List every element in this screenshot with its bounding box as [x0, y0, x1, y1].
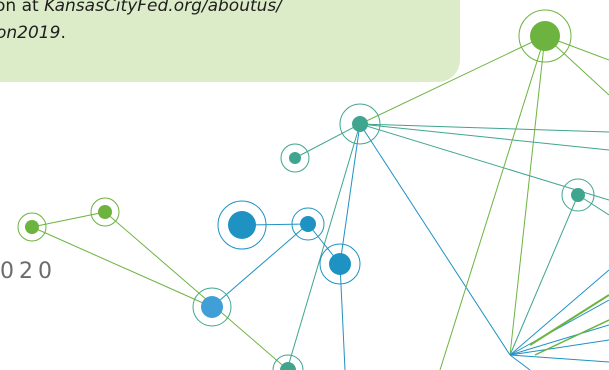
- node: [228, 211, 256, 239]
- network-nodes: [17, 9, 595, 370]
- edge: [509, 354, 609, 363]
- edge: [509, 35, 546, 356]
- edge: [359, 123, 609, 133]
- info-callout-box: [0, 0, 460, 82]
- edge: [534, 319, 609, 356]
- node-ring: [518, 9, 572, 63]
- node-ring: [17, 212, 47, 242]
- edge: [339, 123, 361, 265]
- node-ring: [192, 287, 232, 327]
- edge: [339, 263, 346, 370]
- edge: [359, 123, 511, 356]
- node-ring: [319, 243, 361, 285]
- edge: [294, 123, 361, 159]
- node-ring: [339, 103, 381, 145]
- callout-link-continued[interactable]: on2019: [0, 23, 61, 43]
- edge: [211, 223, 309, 308]
- callout-line-1: on at KansasCityFed.org/aboutus/: [0, 0, 282, 18]
- edge: [439, 35, 546, 370]
- node: [98, 205, 112, 219]
- node-ring: [217, 200, 267, 250]
- node-ring: [561, 178, 595, 212]
- edge: [104, 211, 289, 370]
- edge: [359, 123, 609, 201]
- node: [300, 216, 316, 232]
- node: [201, 296, 223, 318]
- node: [289, 152, 301, 164]
- edge: [31, 211, 106, 228]
- edge: [359, 123, 609, 151]
- edge: [509, 324, 609, 356]
- node: [530, 21, 560, 51]
- edge: [509, 354, 531, 370]
- node: [352, 116, 368, 132]
- node: [25, 220, 39, 234]
- node: [280, 362, 296, 370]
- edge: [509, 339, 609, 356]
- node-ring: [90, 197, 120, 227]
- edge: [509, 194, 579, 356]
- callout-prefix: on at: [0, 0, 39, 16]
- node: [329, 253, 351, 275]
- node-ring: [272, 354, 304, 370]
- node-ring: [291, 207, 325, 241]
- edge: [509, 269, 609, 356]
- callout-line-2: on2019.: [0, 21, 66, 45]
- year-text: 020: [0, 259, 57, 284]
- edge: [529, 294, 609, 346]
- edge: [31, 226, 213, 308]
- callout-suffix: .: [60, 23, 66, 43]
- edge: [359, 35, 546, 125]
- network-edges: [31, 35, 609, 370]
- node-ring: [280, 143, 310, 173]
- node: [571, 188, 585, 202]
- edge: [286, 123, 361, 370]
- callout-link[interactable]: KansasCityFed.org/aboutus/: [44, 0, 283, 16]
